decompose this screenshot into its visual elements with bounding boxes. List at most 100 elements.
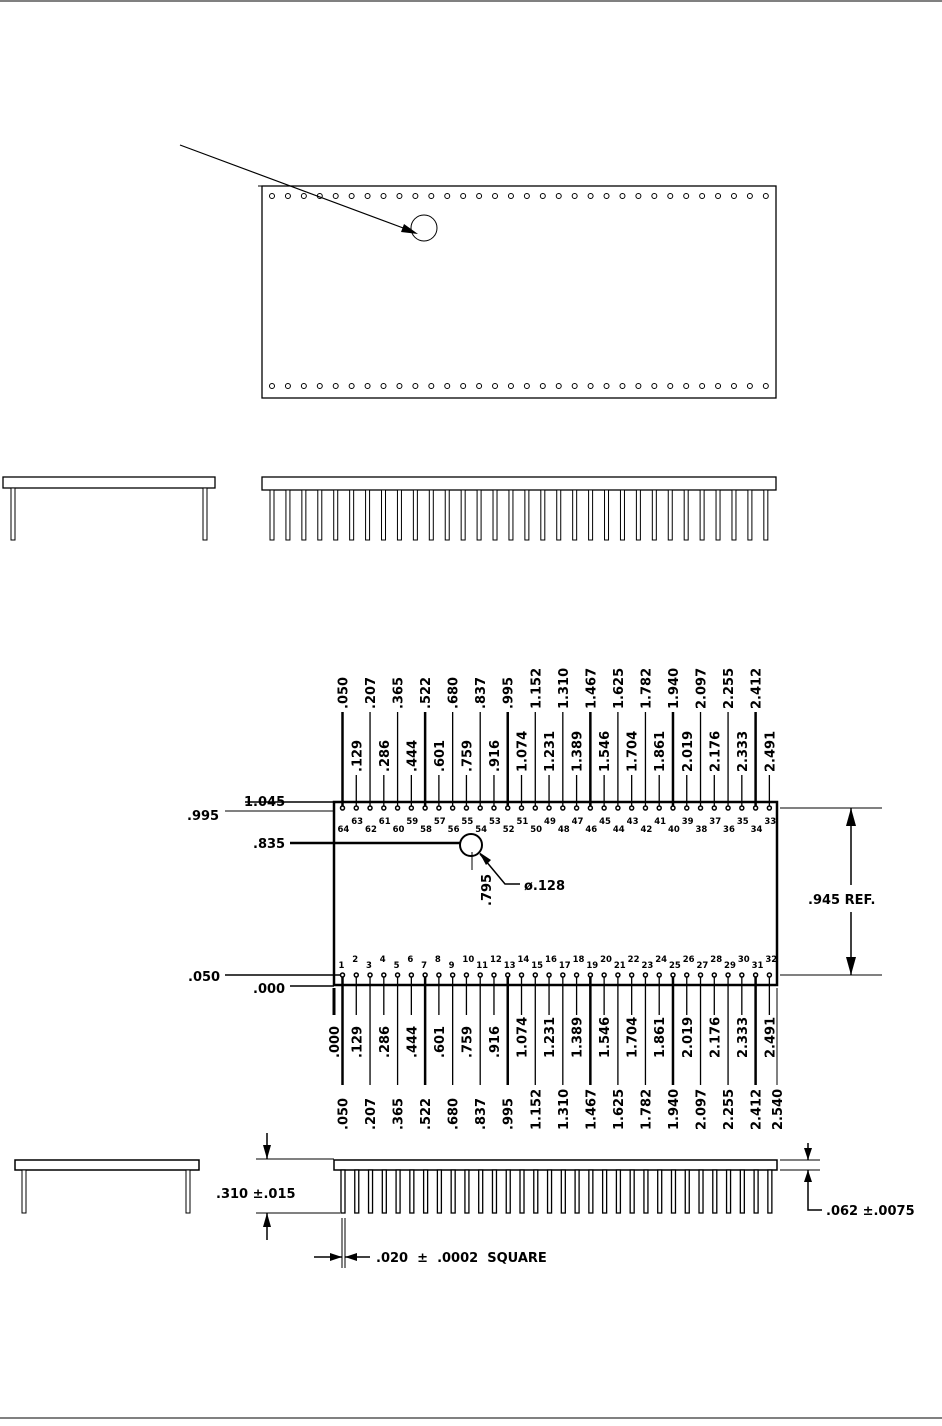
pin-pad bbox=[353, 805, 360, 811]
pin-number: 18 bbox=[573, 955, 585, 965]
label-995: .995 bbox=[187, 809, 219, 824]
pin-pad bbox=[642, 972, 649, 978]
pin-number: 14 bbox=[518, 955, 530, 965]
pin-lead bbox=[491, 1169, 498, 1214]
dimension-label: .129 bbox=[350, 740, 365, 772]
pin-lead bbox=[763, 489, 769, 541]
dimension-label: 2.412 bbox=[750, 668, 765, 709]
pin-pad bbox=[752, 972, 759, 978]
pin-hole bbox=[587, 193, 594, 199]
dimension-label: 1.152 bbox=[529, 668, 544, 709]
dimension-label: .995 bbox=[502, 677, 517, 709]
pin-number: 7 bbox=[421, 961, 427, 971]
pin-hole bbox=[300, 193, 307, 199]
dimension-label: 1.074 bbox=[516, 731, 531, 772]
pin-number: 37 bbox=[709, 817, 721, 827]
pin-number: 48 bbox=[558, 825, 570, 835]
dimension-label: .207 bbox=[364, 677, 379, 709]
pin-lead bbox=[601, 1169, 608, 1214]
pin-pad bbox=[711, 972, 718, 978]
dimension-label: 1.074 bbox=[516, 1017, 531, 1058]
pin-number: 36 bbox=[723, 825, 735, 835]
pin-hole bbox=[683, 193, 690, 199]
pin-lead bbox=[635, 489, 641, 541]
dimension-label: 2.019 bbox=[681, 1017, 696, 1058]
dimension-label: 1.940 bbox=[667, 1089, 682, 1130]
pin-lead bbox=[381, 1169, 387, 1214]
pin-hole bbox=[587, 383, 594, 389]
pin-number: 61 bbox=[379, 817, 391, 827]
pin-number: 24 bbox=[655, 955, 667, 965]
pin-number: 44 bbox=[613, 825, 625, 835]
label-000: .000 bbox=[253, 982, 285, 997]
pin-pad bbox=[766, 805, 773, 811]
pin-number: 16 bbox=[545, 955, 557, 965]
dimension-label: .050 bbox=[337, 1098, 352, 1130]
dimension-label: 2.019 bbox=[681, 731, 696, 772]
pin-hole bbox=[603, 383, 610, 389]
pin-hole bbox=[539, 193, 546, 199]
dimension-label: 1.152 bbox=[529, 1089, 544, 1130]
pin-hole bbox=[730, 383, 737, 389]
side-view-short-body bbox=[2, 476, 216, 489]
pin-hole bbox=[651, 193, 658, 199]
pin-lead bbox=[464, 1169, 470, 1214]
hole-leader bbox=[479, 853, 520, 885]
pin-pad bbox=[560, 805, 566, 811]
dimension-label: 1.861 bbox=[653, 731, 668, 772]
pin-hole bbox=[603, 193, 610, 199]
pin-pad bbox=[656, 805, 662, 811]
pin-lead bbox=[285, 489, 291, 541]
pin-hole bbox=[332, 193, 339, 199]
pin-lead bbox=[615, 1169, 622, 1214]
label-050: .050 bbox=[188, 970, 220, 985]
pin-lead bbox=[699, 489, 705, 541]
pin-pad bbox=[560, 972, 566, 978]
pin-number: 33 bbox=[764, 817, 776, 827]
pin-hole bbox=[348, 383, 355, 389]
dimension-label: 1.625 bbox=[612, 1089, 627, 1130]
index-hole bbox=[459, 833, 483, 857]
pin-pad bbox=[422, 805, 428, 811]
dimension-label: 1.625 bbox=[612, 668, 627, 709]
pin-pad bbox=[601, 972, 607, 978]
dimension-label: 1.389 bbox=[571, 731, 586, 772]
pin-lead bbox=[428, 489, 434, 541]
arrow-right-icon bbox=[330, 1253, 342, 1261]
pin-pad bbox=[601, 805, 607, 811]
dimension-label: 1.546 bbox=[598, 731, 613, 772]
dimension-label: 1.467 bbox=[584, 1089, 599, 1130]
pin-hole bbox=[476, 193, 483, 199]
pin-hole bbox=[444, 193, 451, 199]
pin-pad bbox=[408, 805, 415, 811]
pin-number: 28 bbox=[710, 955, 722, 965]
pin-hole bbox=[364, 193, 371, 199]
arrow-up-icon bbox=[804, 1170, 812, 1182]
dimension-label: 1.310 bbox=[557, 1089, 572, 1130]
pin-number: 3 bbox=[366, 961, 372, 971]
pin-hole bbox=[412, 383, 419, 389]
pin-pad bbox=[532, 972, 539, 978]
label-835: .835 bbox=[253, 837, 285, 852]
pin-number: 30 bbox=[738, 955, 750, 965]
dimension-label: 1.940 bbox=[667, 668, 682, 709]
pin-number: 17 bbox=[559, 961, 571, 971]
pin-lead bbox=[546, 1169, 553, 1214]
pin-pad bbox=[381, 805, 387, 811]
pin-pad bbox=[491, 805, 497, 811]
dimensioned-view: .050.129.207.286.365.444.522.601.680.759… bbox=[187, 668, 882, 1130]
pin-pad bbox=[573, 805, 580, 811]
dimension-label: 2.333 bbox=[736, 1017, 751, 1058]
pin-pad bbox=[339, 972, 346, 978]
pin-lead bbox=[349, 489, 355, 541]
pin-hole bbox=[284, 383, 291, 389]
side-view-lower: .310 ±.015 .062 ±.0075 .020 ± .0002 SQUA… bbox=[14, 1133, 915, 1268]
pin-number: 27 bbox=[697, 961, 709, 971]
pin-pad bbox=[394, 972, 401, 978]
pin-hole bbox=[730, 193, 737, 199]
dimension-label: 2.255 bbox=[722, 668, 737, 709]
pin-hole bbox=[492, 193, 499, 199]
dimension-label: .522 bbox=[419, 1098, 434, 1130]
pin-pad bbox=[518, 805, 525, 811]
pin-hole bbox=[316, 383, 323, 389]
